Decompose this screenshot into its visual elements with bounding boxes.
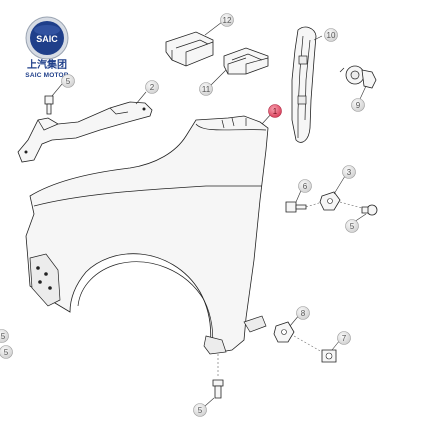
nut-3: [319, 191, 341, 211]
callout-5-edge-a[interactable]: 5: [0, 329, 9, 343]
part-2-bracket: [17, 101, 153, 163]
callout-5-edge-b[interactable]: 5: [0, 345, 13, 359]
callout-9[interactable]: 9: [351, 98, 365, 112]
bolt-5-top: [44, 95, 54, 115]
callout-5-bottom[interactable]: 5: [193, 403, 207, 417]
svg-text:2: 2: [150, 83, 155, 92]
callout-3[interactable]: 3: [342, 165, 356, 179]
svg-text:11: 11: [202, 85, 211, 94]
bolt-6: [285, 201, 307, 213]
svg-text:3: 3: [347, 168, 352, 177]
callout-8[interactable]: 8: [296, 306, 310, 320]
logo-title: 上汽集团: [27, 58, 67, 71]
part-12-bracket: [165, 31, 214, 67]
logo-emblem-shine: [34, 25, 60, 35]
part-9-clip: [339, 65, 377, 89]
saic-logo: SAIC 上汽集团 SAIC MOTOR: [25, 16, 69, 79]
svg-text:5: 5: [1, 332, 6, 341]
part-1-fender: [25, 115, 269, 355]
callout-11[interactable]: 11: [199, 82, 213, 96]
callout-1-highlighted[interactable]: 1: [268, 104, 282, 118]
logo-subtitle: SAIC MOTOR: [25, 72, 69, 79]
bolt-5-right: [361, 204, 378, 216]
callout-5-top[interactable]: 5: [61, 74, 75, 88]
part-11-bracket: [223, 47, 269, 75]
callout-2[interactable]: 2: [145, 80, 159, 94]
svg-text:5: 5: [66, 77, 71, 86]
svg-text:10: 10: [327, 31, 336, 40]
svg-text:5: 5: [198, 406, 203, 415]
bolt-7: [321, 349, 337, 363]
svg-text:5: 5: [4, 348, 9, 357]
callout-10[interactable]: 10: [324, 28, 338, 42]
logo-emblem-text: SAIC: [36, 34, 58, 44]
svg-text:1: 1: [273, 107, 278, 116]
svg-text:6: 6: [303, 182, 308, 191]
callout-5-right[interactable]: 5: [345, 219, 359, 233]
callout-12[interactable]: 12: [220, 13, 234, 27]
svg-text:7: 7: [342, 334, 347, 343]
svg-text:9: 9: [356, 101, 361, 110]
svg-text:12: 12: [223, 16, 232, 25]
svg-text:8: 8: [301, 309, 306, 318]
bolt-5-bottom: [212, 354, 224, 399]
callout-7[interactable]: 7: [337, 331, 351, 345]
callout-6[interactable]: 6: [298, 179, 312, 193]
part-10-liner: [291, 26, 317, 143]
svg-text:5: 5: [350, 222, 355, 231]
nut-8: [273, 321, 295, 343]
